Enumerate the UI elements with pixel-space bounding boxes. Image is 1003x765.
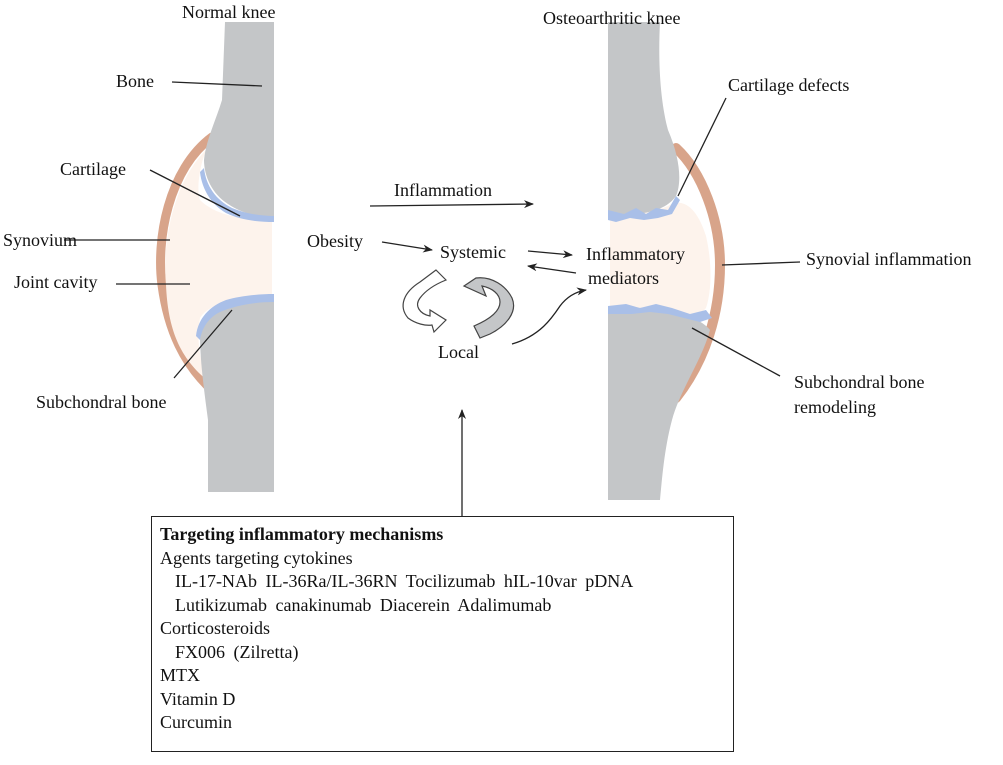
oa-knee-illustration bbox=[608, 22, 726, 500]
inflammation-arrow bbox=[369, 200, 534, 209]
subchondral-bone-label: Subchondral bone bbox=[36, 392, 167, 412]
oa-knee-title: Osteoarthritic knee bbox=[543, 8, 681, 28]
corticosteroids-heading: Corticosteroids bbox=[160, 618, 270, 638]
oa-upper-cartilage bbox=[608, 196, 680, 222]
subchondral-remodeling-label-line1: Subchondral bone bbox=[794, 372, 925, 392]
local-label: Local bbox=[438, 342, 479, 362]
normal-lower-cartilage bbox=[196, 294, 274, 340]
mediators-to-systemic-arrow bbox=[527, 263, 577, 274]
cytokine-agents-row-2: Lutikizumab canakinumab Diacerein Adalim… bbox=[175, 594, 552, 615]
inflammatory-mediators-label-line2: mediators bbox=[588, 268, 659, 288]
bone-label: Bone bbox=[116, 71, 154, 91]
cytokine-agents-row-1: IL-17-NAb IL-36Ra/IL-36RN Tocilizumab hI… bbox=[175, 571, 634, 591]
vitamin-d-item: Vitamin D bbox=[160, 688, 236, 709]
corticosteroid-agent: FX006 (Zilretta) bbox=[175, 641, 299, 662]
curcumin-item: Curcumin bbox=[160, 712, 232, 732]
oa-synovium bbox=[671, 143, 726, 403]
oa-joint-cavity bbox=[610, 202, 711, 316]
cycle-arrow-right bbox=[462, 277, 515, 339]
systemic-label: Systemic bbox=[440, 242, 506, 262]
synovial-inflammation-label: Synovial inflammation bbox=[806, 249, 972, 269]
subchondral-remodeling-label-line2: remodeling bbox=[794, 397, 876, 417]
inflammation-label: Inflammation bbox=[394, 180, 492, 200]
cycle-arrows-icon bbox=[402, 269, 515, 339]
oa-knee-leader-lines bbox=[677, 97, 801, 377]
normal-synovium bbox=[156, 132, 219, 397]
normal-knee-illustration bbox=[156, 22, 274, 492]
systemic-to-mediators-arrow bbox=[527, 250, 573, 259]
oa-upper-bone bbox=[608, 22, 680, 214]
pathway-arrows bbox=[369, 200, 587, 516]
obesity-to-systemic-arrow bbox=[381, 241, 433, 253]
local-to-mediators-arrow bbox=[511, 287, 587, 345]
oa-lower-bone bbox=[608, 307, 710, 500]
cytokines-heading: Agents targeting cytokines bbox=[160, 547, 353, 568]
cartilage-defects-label: Cartilage defects bbox=[728, 75, 850, 95]
mtx-item: MTX bbox=[160, 665, 200, 685]
inflammatory-mediators-label-line1: Inflammatory bbox=[586, 244, 685, 264]
cartilage-label: Cartilage bbox=[60, 159, 126, 179]
synovium-label: Synovium bbox=[3, 230, 78, 250]
normal-knee-title: Normal knee bbox=[182, 2, 276, 22]
cycle-arrow-left bbox=[402, 269, 448, 334]
obesity-label: Obesity bbox=[307, 231, 363, 251]
box-title: Targeting inflammatory mechanisms bbox=[160, 524, 444, 544]
normal-knee-leader-lines bbox=[64, 81, 263, 379]
joint-cavity-label: Joint cavity bbox=[14, 272, 98, 292]
normal-lower-bone bbox=[200, 300, 274, 492]
targeting-mechanisms-box: Targeting inflammatory mechanisms Agents… bbox=[151, 516, 734, 752]
normal-upper-cartilage bbox=[200, 168, 274, 222]
oa-lower-cartilage bbox=[608, 304, 712, 322]
normal-upper-bone bbox=[204, 22, 274, 217]
